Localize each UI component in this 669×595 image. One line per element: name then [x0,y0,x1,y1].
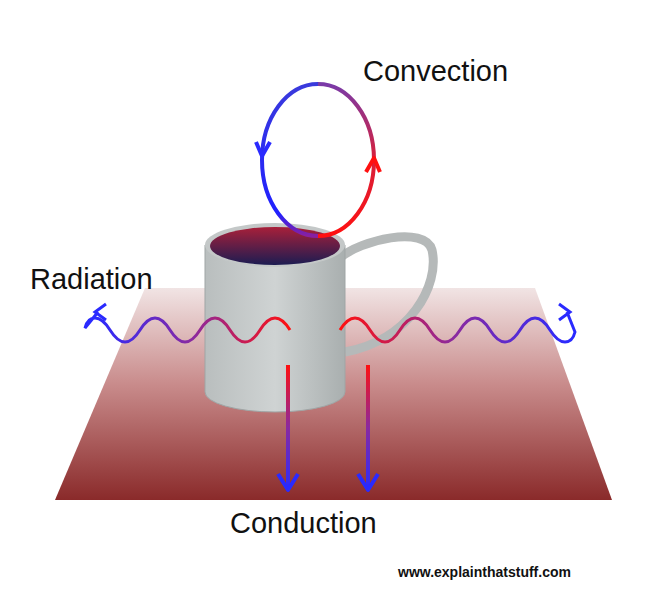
hot-coffee [210,227,340,265]
convection-loop [318,84,374,236]
process-label: Radiation [30,264,153,296]
arrow-head [358,474,378,490]
arrow-head [256,142,270,156]
conduction-arrow [366,365,370,488]
arrow-head [559,304,570,320]
radiation-wave [340,312,575,342]
arrow-head [278,474,298,490]
cup-rim [205,223,345,267]
conduction-arrow [286,365,290,488]
cup-body [205,245,345,412]
arrow-head [366,158,380,172]
process-label: Conduction [230,508,377,540]
process-label: Convection [363,56,508,88]
radiation-wave [85,312,290,342]
cup-handle [340,237,433,352]
arrow-head [95,304,106,320]
source-url: www.explainthatstuff.com [398,565,571,580]
convection-loop [262,84,318,236]
